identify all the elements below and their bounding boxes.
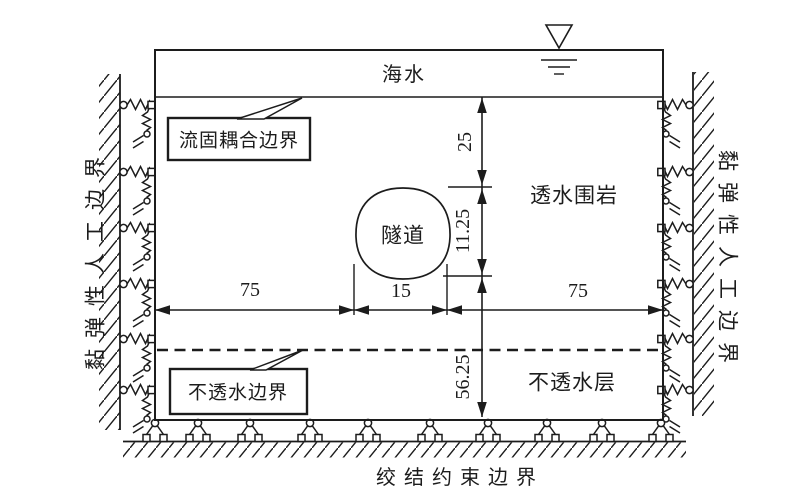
dim-label-25: 25 [454,132,476,152]
tunnel-shape [355,187,451,280]
model-domain-outline [154,49,664,421]
coupling-boundary-label: 流固耦合边界 [179,130,299,152]
pin-support-icon [355,418,381,443]
pin-support-icon [185,418,211,443]
pin-support-icon [475,418,501,443]
impermeable-layer-label: 不透水层 [528,370,616,394]
dim-label-15: 15 [391,280,411,302]
bottom-boundary-label: 绞结约束边界 [376,466,544,489]
coupling-boundary-leader [236,97,303,120]
dim-label-56-25: 56.25 [452,355,474,400]
right-wall-hatch [694,72,714,416]
vertical-dimension-line [443,97,492,417]
dim-label-right-75: 75 [568,280,588,302]
ground-hatch [123,442,686,458]
impermeable-boundary-callout: 不透水边界 [168,349,309,416]
pin-support-icon [237,418,263,443]
left-boundary-label: 黏弹性人工边界 [83,146,107,370]
spring-damper-icon [119,277,156,328]
surrounding-rock-label: 透水围岩 [530,183,618,207]
impermeable-boundary-box [168,367,309,416]
right-boundary-label: 黏弹性人工边界 [716,150,740,374]
impermeable-boundary-leader [249,349,304,371]
pin-support-icon [534,418,560,443]
left-wall-hatch [99,74,120,430]
dim-label-11-25: 11.25 [452,209,474,253]
coupling-boundary-callout: 流固耦合边界 [166,97,312,162]
pinned-supports [142,418,674,443]
impermeable-boundary-label: 不透水边界 [188,382,288,404]
tunnel-label: 隧道 [381,223,425,247]
spring-damper-icon [119,98,156,149]
left-spring-damper-units [119,98,156,434]
water-level-icon [541,24,577,75]
pin-support-icon [417,418,443,443]
spring-damper-icon [119,165,156,216]
pin-support-icon [297,418,323,443]
spring-damper-icon [119,221,156,272]
spring-damper-icon [119,383,156,434]
pin-support-icon [648,418,674,443]
dim-label-left-75: 75 [240,279,260,301]
pin-support-icon [589,418,615,443]
spring-damper-icon [119,332,156,383]
seawater-region-label: 海水 [382,63,426,86]
horizontal-dimension-line [155,264,663,315]
